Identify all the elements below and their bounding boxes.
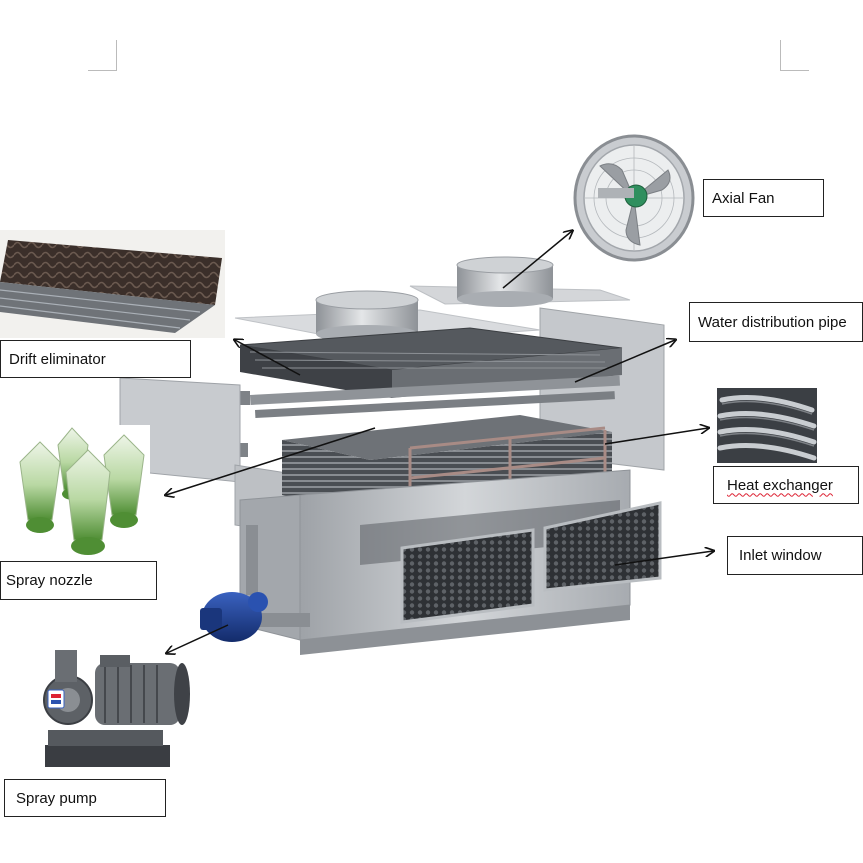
label-heat-exchanger-text: Heat exchanger bbox=[727, 476, 833, 494]
label-water-distribution-pipe-text: Water distribution pipe bbox=[698, 313, 847, 331]
basin-bottom bbox=[300, 605, 630, 655]
crop-mark-left bbox=[88, 40, 117, 71]
arrow-drift-eliminator bbox=[235, 340, 301, 376]
nozzle-4 bbox=[65, 449, 111, 555]
arrow-axial-fan bbox=[502, 231, 572, 289]
arrow-spray-pump bbox=[167, 624, 229, 653]
fan-cylinder-right bbox=[456, 256, 554, 307]
label-water-distribution-pipe: Water distribution pipe bbox=[689, 302, 863, 342]
inlet-window-right bbox=[543, 501, 662, 592]
label-inlet-window: Inlet window bbox=[727, 536, 863, 575]
arrow-heat-exchanger bbox=[604, 428, 708, 445]
spray-nozzle-image bbox=[0, 425, 150, 560]
label-drift-eliminator-text: Drift eliminator bbox=[9, 350, 106, 368]
label-inlet-window-text: Inlet window bbox=[739, 547, 822, 564]
arrow-water-distribution-pipe bbox=[574, 340, 675, 383]
spray-pump-image bbox=[43, 650, 190, 767]
arrow-inlet-window bbox=[614, 551, 713, 566]
label-spray-nozzle: Spray nozzle bbox=[0, 561, 157, 600]
leader-arrows bbox=[166, 231, 713, 653]
label-heat-exchanger: Heat exchanger bbox=[713, 466, 859, 504]
cooling-tower bbox=[119, 256, 665, 655]
axial-fan-image bbox=[573, 134, 695, 262]
drift-eliminator-image bbox=[0, 230, 225, 338]
inlet-window-left bbox=[400, 528, 535, 624]
nozzle-1 bbox=[19, 441, 61, 533]
drift-layer-front bbox=[240, 345, 392, 398]
label-axial-fan: Axial Fan bbox=[703, 179, 824, 217]
nozzle-3 bbox=[103, 434, 145, 528]
label-drift-eliminator: Drift eliminator bbox=[0, 340, 191, 378]
crop-mark-right bbox=[780, 40, 809, 71]
label-spray-pump: Spray pump bbox=[4, 779, 166, 817]
drift-layer-lines bbox=[249, 351, 610, 369]
label-axial-fan-text: Axial Fan bbox=[712, 189, 775, 207]
riser-pipe bbox=[246, 525, 258, 595]
label-spray-pump-text: Spray pump bbox=[16, 789, 97, 807]
heat-exchanger-image bbox=[717, 388, 817, 463]
arrow-spray-nozzle bbox=[166, 427, 376, 495]
label-spray-nozzle-text: Spray nozzle bbox=[6, 572, 93, 589]
